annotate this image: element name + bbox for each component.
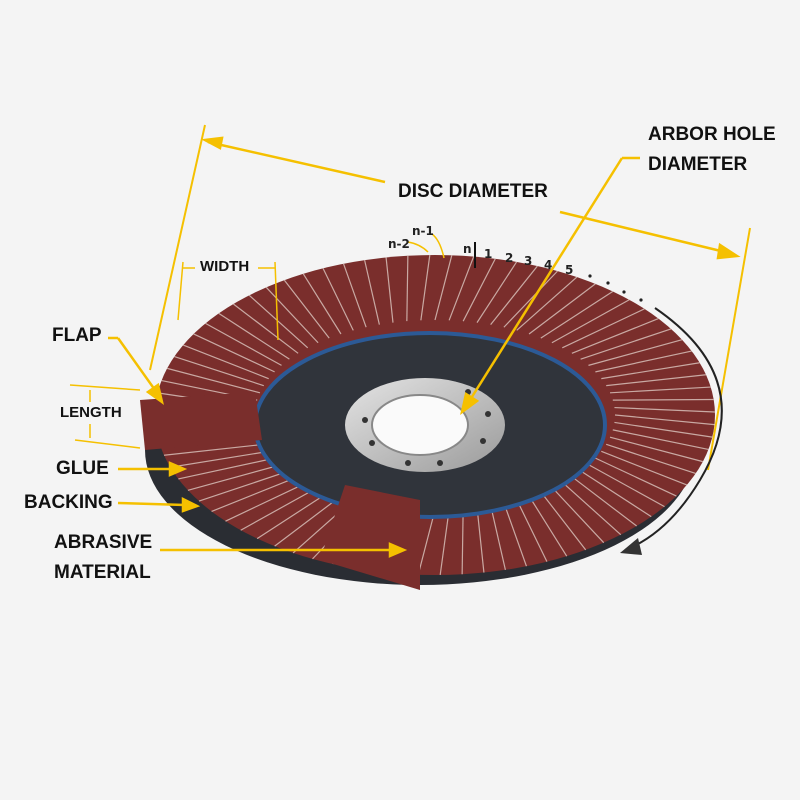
flap-edge: [211, 476, 299, 512]
flap-edge: [476, 507, 485, 573]
label-disc-diameter: DISC DIAMETER: [398, 181, 548, 202]
continuation-dots: [588, 274, 643, 302]
flap-edge: [614, 406, 715, 413]
flap-edge: [516, 499, 548, 562]
flap-edge: [434, 255, 453, 321]
flap-edge: [580, 328, 672, 360]
flap-edge: [528, 283, 596, 335]
flap-edge: [274, 495, 342, 547]
flap-edge: [476, 261, 518, 323]
rotation-arrow: [629, 307, 723, 549]
flap-edge: [571, 476, 637, 527]
flap-edge: [283, 279, 330, 339]
flap-edge: [490, 265, 538, 326]
flap-edge: [406, 255, 409, 322]
flap-number: n-1: [412, 224, 434, 238]
flap-edge: [606, 374, 707, 387]
flap-edge: [461, 508, 464, 575]
flap-edge: [561, 481, 622, 536]
flap-edge: [163, 443, 264, 456]
flap-edge: [540, 491, 587, 551]
flap-number: 1: [484, 247, 493, 261]
flap-edge: [178, 457, 275, 480]
flap-stack-left: [140, 392, 262, 450]
flap-edge: [420, 254, 431, 321]
flap-number: 5: [565, 263, 574, 277]
flap-edge: [588, 464, 665, 508]
flap-number: 2: [505, 251, 514, 265]
flap-edge: [601, 362, 700, 380]
flap-edge: [601, 450, 688, 486]
flap-edge: [218, 312, 290, 360]
flap-edge: [516, 276, 578, 331]
label-glue: GLUE: [56, 458, 109, 479]
flap-edge: [322, 268, 354, 331]
flap-edge: [528, 495, 568, 557]
flap-edge: [182, 344, 269, 380]
arbor-hole: [371, 394, 469, 456]
label-abrasive-material: MATERIAL: [54, 562, 151, 583]
flap-edge: [302, 273, 342, 335]
flap-edge: [439, 509, 450, 576]
flap-edge: [187, 464, 282, 491]
flap-edge: [612, 398, 714, 401]
flap-edge: [580, 470, 652, 518]
flap-edge: [551, 486, 605, 544]
flap-edge: [551, 299, 630, 344]
label-backing: BACKING: [24, 492, 113, 513]
flap-edge: [170, 450, 269, 468]
flap-edge: [417, 509, 436, 575]
hub-rivets: [362, 389, 491, 466]
flap-edge: [609, 386, 711, 394]
rotation-arrowhead: [620, 538, 642, 555]
flap-edge: [248, 294, 309, 349]
flap-edge: [265, 286, 319, 344]
flap-edge: [193, 333, 275, 373]
flap-edge: [225, 481, 308, 522]
flap-edge: [166, 367, 261, 394]
flap-edge: [595, 350, 692, 373]
label-arbor-hole: ARBOR HOLE: [648, 124, 776, 145]
flap-edge: [205, 322, 282, 366]
flap-edge: [540, 290, 614, 339]
label-flap: FLAP: [52, 325, 102, 346]
flap-edge: [462, 258, 496, 322]
annotation-lines: [69, 124, 751, 558]
flap-edge: [364, 260, 380, 325]
flap-edge: [342, 263, 367, 328]
label-length: LENGTH: [60, 404, 122, 421]
flap-edge: [256, 491, 330, 540]
flap-edges: [155, 254, 715, 576]
label-width: WIDTH: [200, 258, 250, 275]
flap-number: n: [463, 242, 472, 256]
flap-edge: [614, 414, 715, 426]
flap-number: n-2: [388, 237, 410, 251]
flap-edge: [614, 421, 713, 438]
flap-number: 4: [544, 258, 553, 272]
flap-edge: [448, 256, 475, 321]
flap-edge: [606, 443, 696, 475]
flap-edge: [571, 318, 659, 354]
flap-edge: [233, 303, 299, 354]
flap-edge: [588, 339, 683, 366]
flap-edge: [385, 257, 394, 323]
flap-stack-bottom: [320, 485, 420, 590]
flap-edge: [490, 505, 506, 570]
flap-edge: [609, 436, 704, 463]
label-arbor-hole-diameter: DIAMETER: [648, 154, 748, 175]
flap-edge: [240, 486, 319, 531]
flap-edge: [198, 470, 290, 502]
flap-edge: [174, 355, 264, 387]
flap-edge: [503, 502, 528, 567]
flap-edge: [562, 308, 645, 349]
flap-edge: [595, 457, 677, 497]
flap-edge: [503, 270, 558, 328]
flap-edge: [612, 429, 709, 451]
label-abrasive: ABRASIVE: [54, 532, 153, 553]
flap-number: 3: [524, 254, 533, 268]
